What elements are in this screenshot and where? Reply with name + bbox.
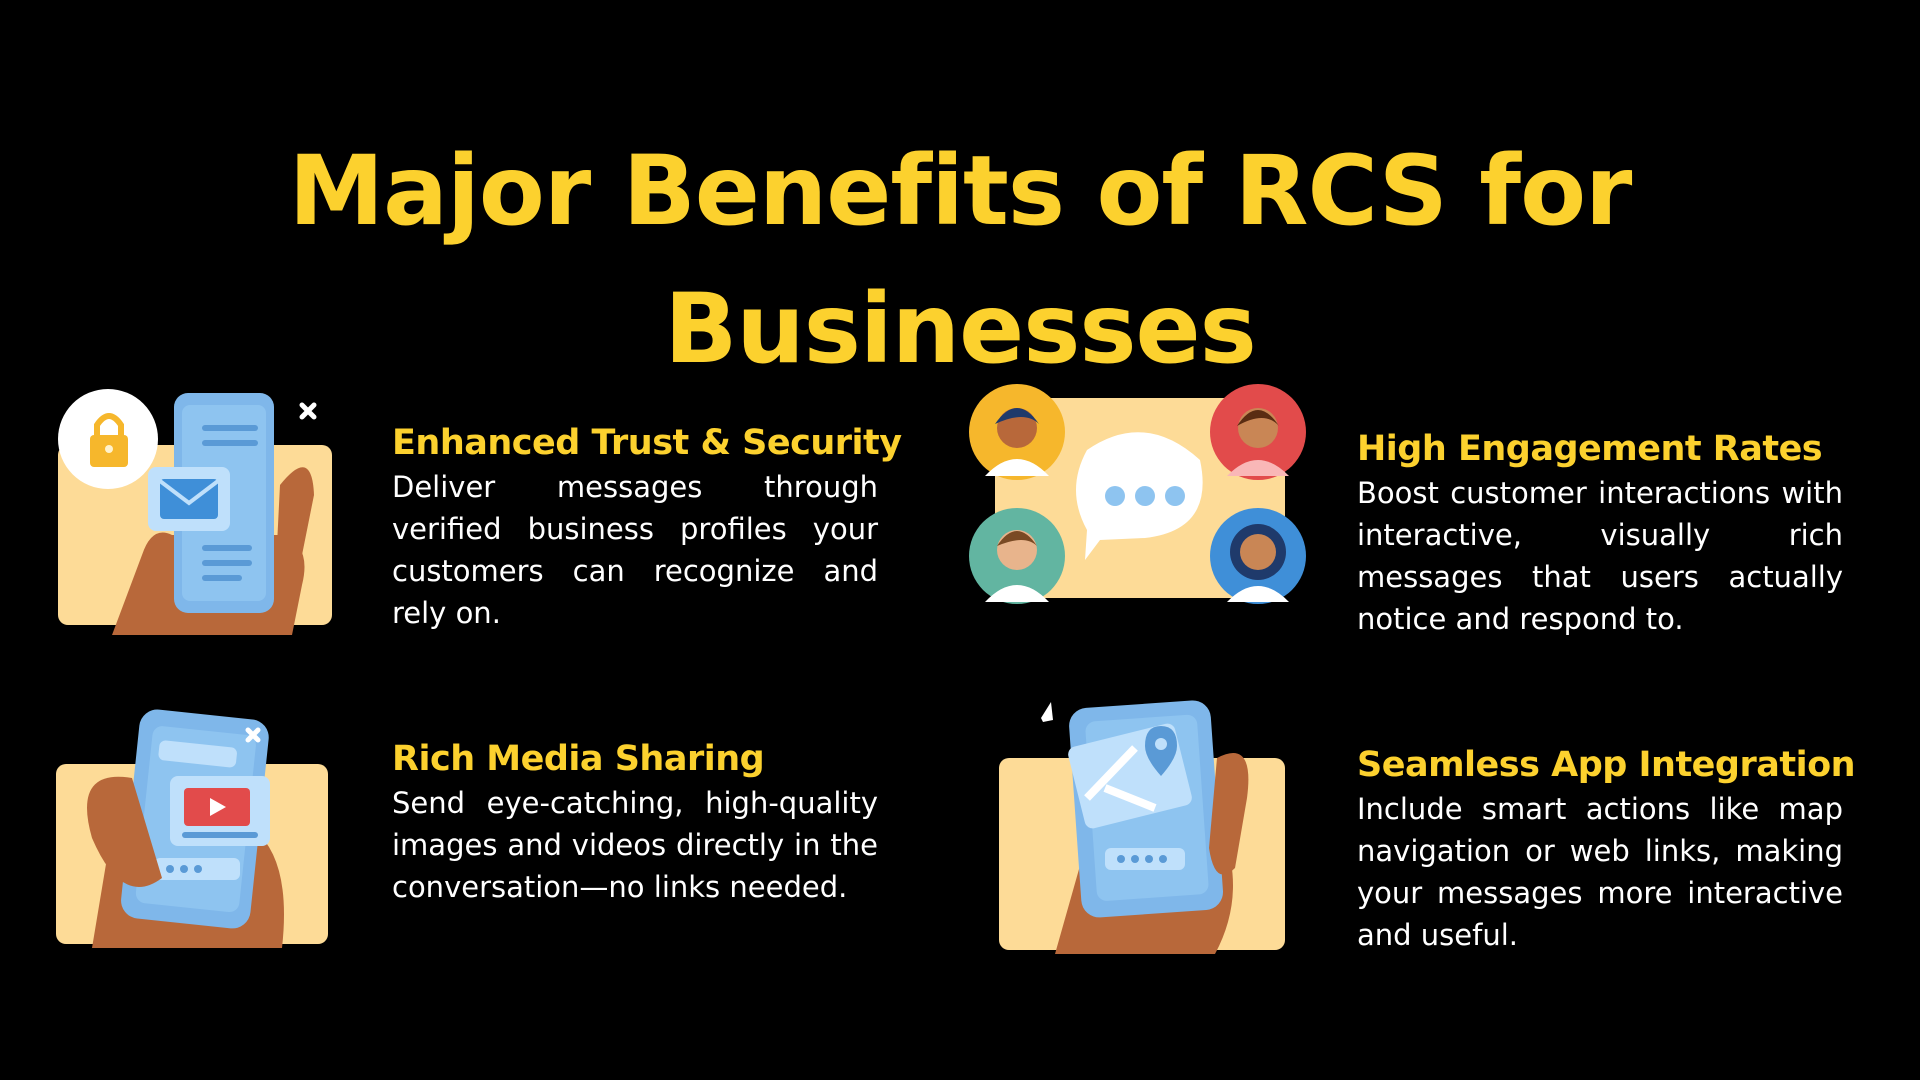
feature-heading: Seamless App Integration [1357,745,1856,785]
feature-heading: High Engagement Rates [1357,429,1823,469]
page-title-line-1: Major Benefits of RCS for [288,135,1633,248]
phone-video-media-icon [52,708,342,948]
page-title: Major Benefits of RCS for Businesses [0,122,1920,398]
feature-description: Send eye-catching, high-quality images a… [392,786,878,904]
phone-lock-message-icon [52,385,342,635]
feature-trust-security: Enhanced Trust & Security Deliver messag… [392,420,902,634]
phone-map-integration-icon [995,698,1295,954]
feature-description: Boost customer interactions with interac… [1357,476,1843,636]
group-chat-people-icon [965,380,1315,610]
feature-description: Deliver messages through verified busine… [392,470,878,630]
feature-engagement-rates: High Engagement Rates Boost customer int… [1357,426,1843,640]
feature-description: Include smart actions like map navigatio… [1357,792,1843,952]
page-title-line-2: Businesses [664,273,1257,386]
feature-heading: Enhanced Trust & Security [392,423,902,463]
feature-heading: Rich Media Sharing [392,739,765,779]
feature-rich-media: Rich Media Sharing Send eye-catching, hi… [392,736,878,908]
feature-app-integration: Seamless App Integration Include smart a… [1357,742,1856,956]
